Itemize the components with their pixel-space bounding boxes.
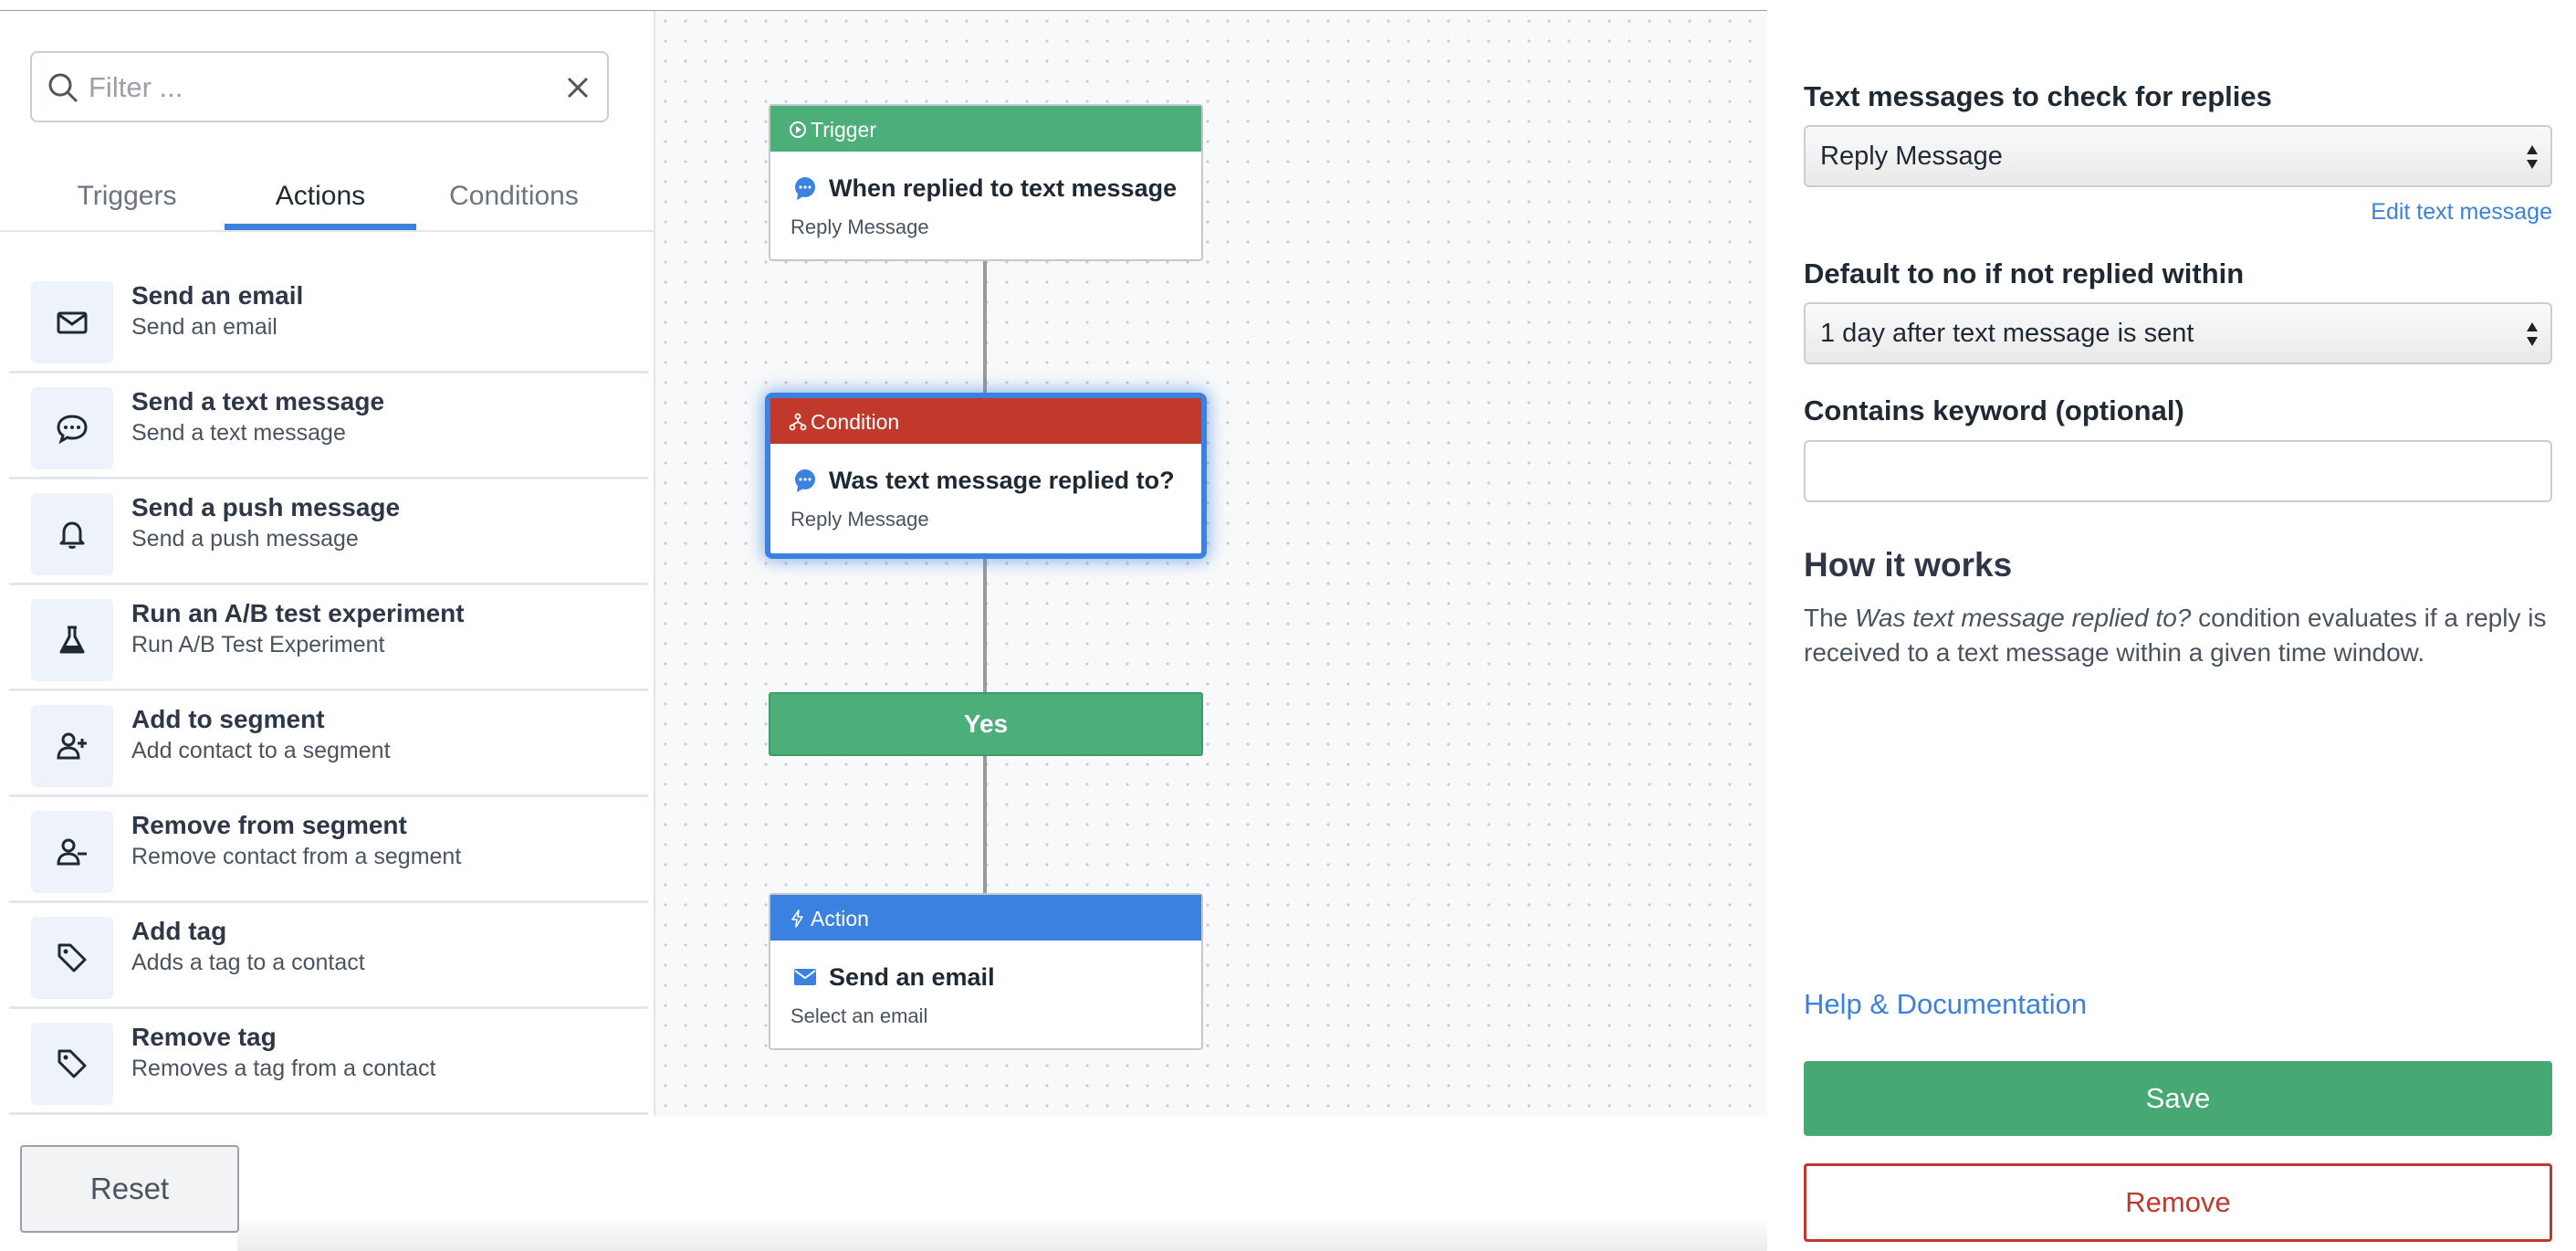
- action-item-add-tag[interactable]: Add tag Adds a tag to a contact: [9, 902, 648, 1009]
- action-item-ab-test[interactable]: Run an A/B test experiment Run A/B Test …: [9, 584, 648, 691]
- keyword-input[interactable]: [1804, 440, 2552, 502]
- action-item-title: Add tag: [131, 917, 227, 945]
- sms-icon: [795, 177, 815, 200]
- tab-conditions[interactable]: Conditions: [449, 181, 579, 211]
- action-item-title: Remove tag: [131, 1023, 277, 1051]
- select-arrows-icon: [2527, 145, 2538, 169]
- search-icon: [48, 73, 78, 102]
- tab-triggers[interactable]: Triggers: [77, 181, 177, 211]
- settings-panel: Text messages to check for replies Reply…: [1767, 0, 2576, 1251]
- how-text-prefix: The: [1804, 604, 1856, 632]
- node-subtitle: Reply Message: [791, 508, 929, 531]
- condition-node[interactable]: Condition Was text message replied to? R…: [769, 396, 1203, 555]
- flask-icon: [31, 599, 113, 681]
- default-select[interactable]: 1 day after text message is sent: [1804, 302, 2552, 364]
- envelope-icon: [794, 969, 816, 985]
- node-type-label: Condition: [811, 410, 900, 434]
- save-button[interactable]: Save: [1804, 1061, 2552, 1136]
- connector-line: [983, 259, 987, 396]
- action-node[interactable]: Action Send an email Select an email: [769, 893, 1203, 1050]
- node-title: Send an email: [829, 963, 995, 991]
- tag-icon: [31, 917, 113, 999]
- tag-icon: [31, 1023, 113, 1105]
- action-item-subtitle: Add contact to a segment: [131, 738, 391, 763]
- action-item-subtitle: Remove contact from a segment: [131, 844, 462, 869]
- action-item-subtitle: Send a text message: [131, 420, 346, 446]
- action-item-title: Add to segment: [131, 705, 325, 733]
- reset-button[interactable]: Reset: [20, 1145, 239, 1233]
- action-item-subtitle: Adds a tag to a contact: [131, 950, 365, 975]
- filter-field[interactable]: [30, 51, 609, 122]
- help-documentation-link[interactable]: Help & Documentation: [1804, 988, 2088, 1020]
- how-it-works-title: How it works: [1804, 546, 2013, 583]
- bottom-shadow: [237, 1214, 1771, 1251]
- play-circle-icon: [790, 121, 806, 138]
- sms-icon: [795, 469, 815, 492]
- action-item-subtitle: Run A/B Test Experiment: [131, 632, 385, 657]
- messages-select-value: Reply Message: [1820, 142, 2003, 171]
- user-plus-icon: [31, 705, 113, 787]
- palette-tabs: Triggers Actions Conditions: [0, 157, 654, 232]
- user-minus-icon: [31, 811, 113, 893]
- node-subtitle: Reply Message: [791, 216, 929, 238]
- action-item-subtitle: Send an email: [131, 314, 277, 340]
- actions-sidebar: Triggers Actions Conditions Send an emai…: [0, 11, 655, 1116]
- yes-branch[interactable]: Yes: [769, 692, 1203, 756]
- filter-input[interactable]: [87, 62, 547, 113]
- action-item-title: Send a text message: [131, 387, 385, 415]
- node-title: Was text message replied to?: [829, 467, 1175, 494]
- envelope-icon: [31, 281, 113, 363]
- sms-icon: [31, 387, 113, 469]
- branch-icon: [789, 413, 807, 431]
- node-type-label: Action: [811, 907, 869, 930]
- messages-label: Text messages to check for replies: [1804, 80, 2272, 112]
- remove-button[interactable]: Remove: [1804, 1163, 2552, 1242]
- action-item-subtitle: Removes a tag from a contact: [131, 1056, 436, 1081]
- messages-select[interactable]: Reply Message: [1804, 125, 2552, 187]
- trigger-node-header: Trigger: [770, 106, 1201, 152]
- edit-text-message-link[interactable]: Edit text message: [2371, 199, 2552, 225]
- action-item-send-push[interactable]: Send a push message Send a push message: [9, 478, 648, 585]
- connector-line: [983, 754, 987, 895]
- action-item-remove-tag[interactable]: Remove tag Removes a tag from a contact: [9, 1008, 648, 1115]
- trigger-node[interactable]: Trigger When replied to text message Rep…: [769, 104, 1203, 261]
- action-item-title: Run an A/B test experiment: [131, 599, 465, 627]
- node-title: When replied to text message: [829, 174, 1178, 202]
- clear-filter-icon[interactable]: [561, 71, 594, 104]
- node-type-label: Trigger: [811, 118, 876, 142]
- bolt-icon: [791, 909, 803, 928]
- connector-line: [983, 553, 987, 694]
- action-item-send-text[interactable]: Send a text message Send a text message: [9, 373, 648, 479]
- bell-icon: [31, 493, 113, 575]
- how-it-works-text: The Was text message replied to? conditi…: [1804, 601, 2552, 670]
- action-item-send-email[interactable]: Send an email Send an email: [9, 267, 648, 373]
- node-subtitle: Select an email: [791, 1004, 928, 1027]
- default-label: Default to no if not replied within: [1804, 258, 2245, 289]
- how-text-suffix: condition evaluates if a reply is receiv…: [1804, 604, 2547, 667]
- condition-node-header: Condition: [770, 398, 1201, 444]
- how-text-condition-name: Was text message replied to?: [1855, 604, 2192, 632]
- default-select-value: 1 day after text message is sent: [1820, 319, 2194, 348]
- action-item-title: Send a push message: [131, 493, 401, 521]
- action-item-remove-segment[interactable]: Remove from segment Remove contact from …: [9, 796, 648, 903]
- action-item-subtitle: Send a push message: [131, 526, 359, 552]
- action-node-header: Action: [770, 895, 1201, 941]
- select-arrows-icon: [2527, 322, 2538, 346]
- tab-actions[interactable]: Actions: [225, 157, 416, 230]
- action-item-add-segment[interactable]: Add to segment Add contact to a segment: [9, 690, 648, 797]
- keyword-label: Contains keyword (optional): [1804, 394, 2184, 426]
- action-item-title: Send an email: [131, 281, 304, 310]
- action-item-title: Remove from segment: [131, 811, 407, 839]
